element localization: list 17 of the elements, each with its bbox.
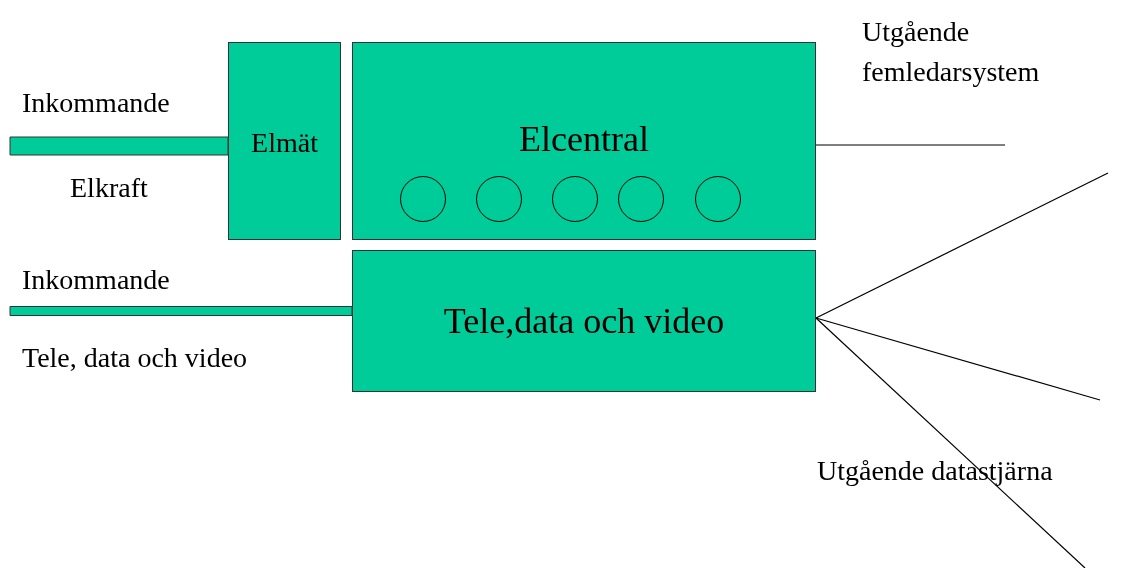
connector-line [815,144,1006,146]
box-label: Elcentral [518,121,650,157]
text-label: Utgående femledarsystem [862,15,1041,89]
text-label: Inkommande [22,86,170,120]
component-box [352,42,816,240]
box-label: Tele,data och video [442,303,726,339]
text-label: Inkommande [22,263,170,297]
cable-bar [9,306,353,316]
component-box [228,42,341,240]
component-box [352,250,816,392]
text-label: Tele, data och video [22,341,248,375]
connector-line [815,172,1109,319]
box-label: Elmät [250,129,319,157]
connector-line [815,317,1086,568]
connector-line [815,317,1101,401]
cable-bar [9,136,229,156]
text-label: Elkraft [70,171,148,205]
